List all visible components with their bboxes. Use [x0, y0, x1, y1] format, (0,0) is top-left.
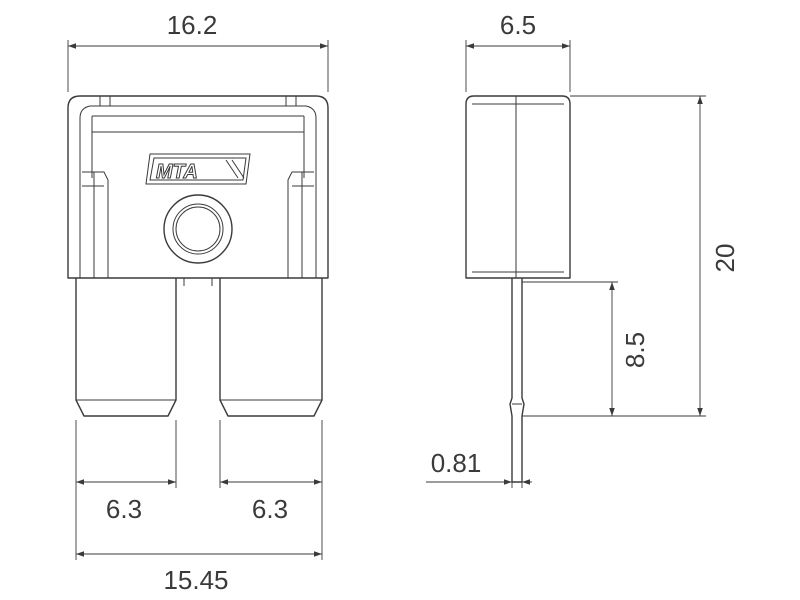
- dim-terminal-thickness: 0.81: [426, 420, 532, 488]
- side-view: 6.5 20 8.5 0.81: [426, 10, 740, 488]
- fuse-body-outline: [67, 95, 329, 279]
- logo-text: MTA: [156, 161, 198, 183]
- right-terminal-blade: [219, 278, 323, 417]
- front-view: MTA 16.2 6.3: [67, 10, 329, 595]
- dim-terminal-width-left: 6.3: [75, 420, 177, 560]
- logo-frame: [145, 153, 251, 185]
- terminal-length-label: 8.5: [620, 332, 650, 368]
- side-terminal: [509, 278, 525, 483]
- dim-overall-width: 16.2: [67, 10, 329, 92]
- inspection-window-core: [175, 206, 221, 252]
- left-grip-notch: [82, 171, 109, 278]
- terminal-span-label: 15.45: [163, 565, 228, 595]
- dim-body-thickness: 6.5: [465, 10, 571, 92]
- mta-logo: MTA: [145, 153, 251, 185]
- inspection-window-inner: [172, 203, 224, 255]
- terminal-thickness-label: 0.81: [431, 448, 482, 478]
- overall-width-label: 16.2: [167, 10, 218, 40]
- logo-stripes: [225, 159, 245, 179]
- dim-total-height: 20: [522, 95, 740, 417]
- logo-frame-inner: [149, 157, 247, 181]
- terminal-width-right-label: 6.3: [252, 494, 288, 524]
- body-thickness-label: 6.5: [500, 10, 536, 40]
- center-panel: [91, 116, 305, 133]
- terminal-width-left-label: 6.3: [106, 494, 142, 524]
- dim-terminal-span: 15.45: [76, 551, 322, 595]
- dim-terminal-length: 8.5: [522, 281, 650, 416]
- right-grip-notch: [287, 171, 314, 278]
- inspection-window-outer: [163, 194, 233, 264]
- left-terminal-blade: [75, 278, 177, 417]
- fuse-top-rim: [79, 105, 317, 278]
- dim-terminal-width-right: 6.3: [219, 420, 323, 560]
- side-body-outline: [465, 95, 571, 279]
- total-height-label: 20: [710, 244, 740, 273]
